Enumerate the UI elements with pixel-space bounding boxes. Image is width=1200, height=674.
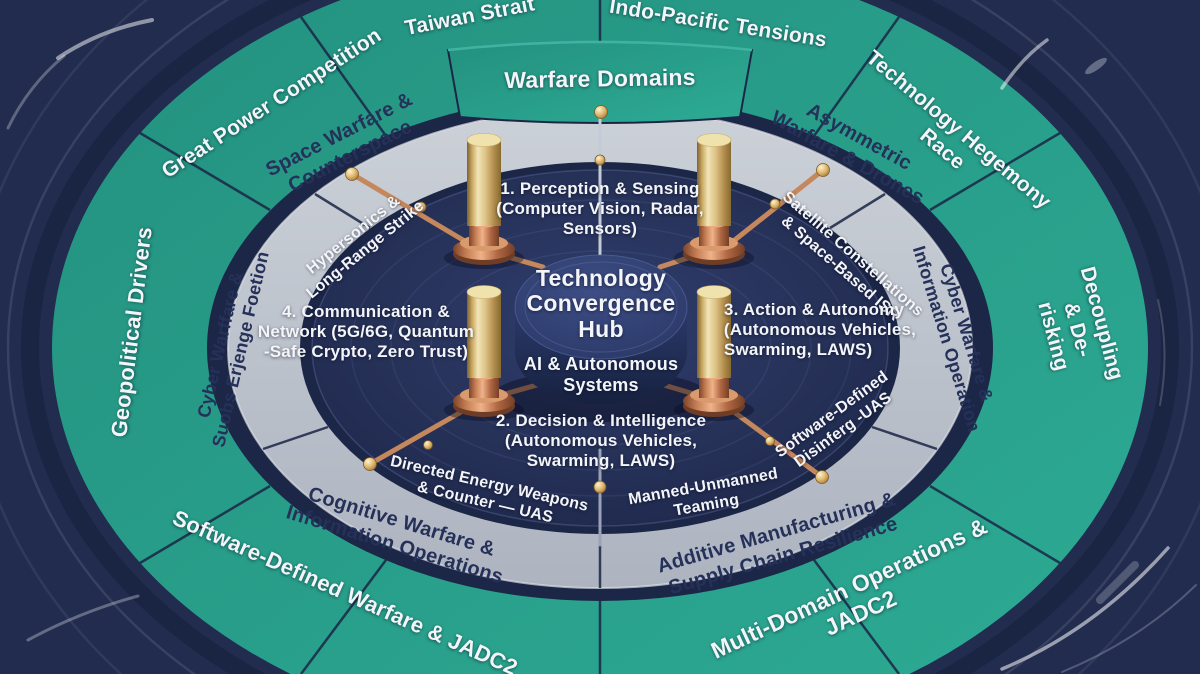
hub-cylinder: [493, 254, 709, 422]
label-action-autonomy: 3. Action & Autonomy (Autonomous Vehicle…: [723, 299, 917, 360]
junction-beads: [345, 105, 830, 494]
light-streaks: [6, 18, 1197, 673]
warfare-domains-banner: [446, 40, 754, 124]
label-perception-sensing: 1. Perception & Sensing (Computer Vision…: [496, 178, 704, 239]
label-warfare-domains: Warfare Domains: [504, 63, 696, 94]
hub-title: Technology Convergence Hub: [526, 265, 676, 342]
label-communication-network: 4. Communication & Network (5G/6G, Quant…: [257, 301, 475, 362]
ring-dividers: [139, 0, 1061, 674]
hub-subtitle: AI & Autonomous Systems: [523, 353, 679, 395]
light-smudge: [1085, 57, 1107, 75]
label-decision-intelligence: 2. Decision & Intelligence (Autonomous V…: [495, 410, 707, 471]
